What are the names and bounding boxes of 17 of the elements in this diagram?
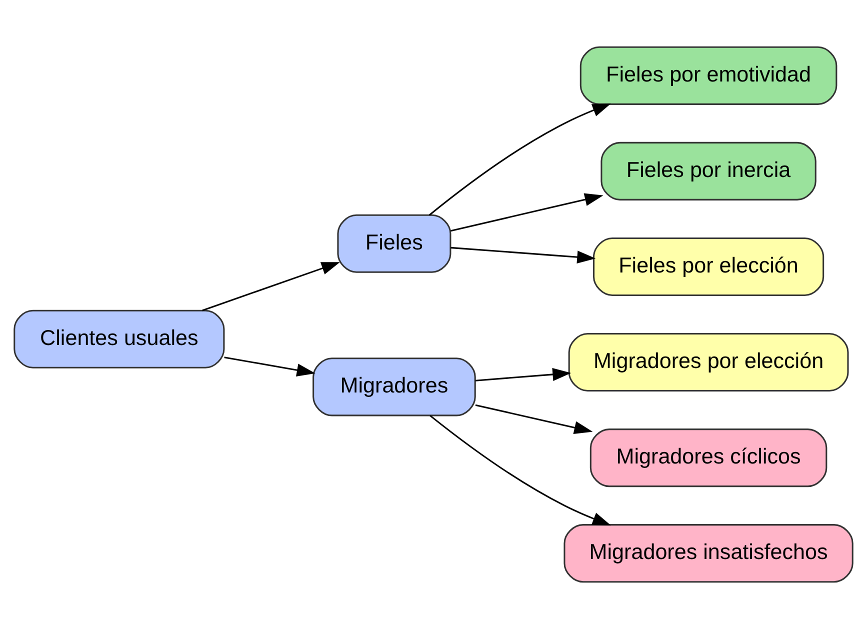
arrow <box>450 246 596 264</box>
node-box: Migradores insatisfechos <box>564 524 854 582</box>
arrow <box>475 404 593 434</box>
arrow <box>450 192 604 232</box>
arrow <box>224 356 316 376</box>
arrow <box>475 368 572 381</box>
node-box: Migradores por elección <box>568 332 849 392</box>
arrow <box>430 414 612 525</box>
node-box: Fieles por elección <box>592 236 824 296</box>
node-box: Fieles por inercia <box>600 141 816 200</box>
arrow <box>428 102 612 216</box>
node-box: Fieles <box>337 214 452 272</box>
node-box: Migradores cíclicos <box>590 428 828 487</box>
node-box: Migradores <box>312 357 476 416</box>
arrow <box>202 262 340 311</box>
node-box: Clientes usuales <box>14 309 225 368</box>
node-box: Fieles por emotividad <box>580 46 838 104</box>
